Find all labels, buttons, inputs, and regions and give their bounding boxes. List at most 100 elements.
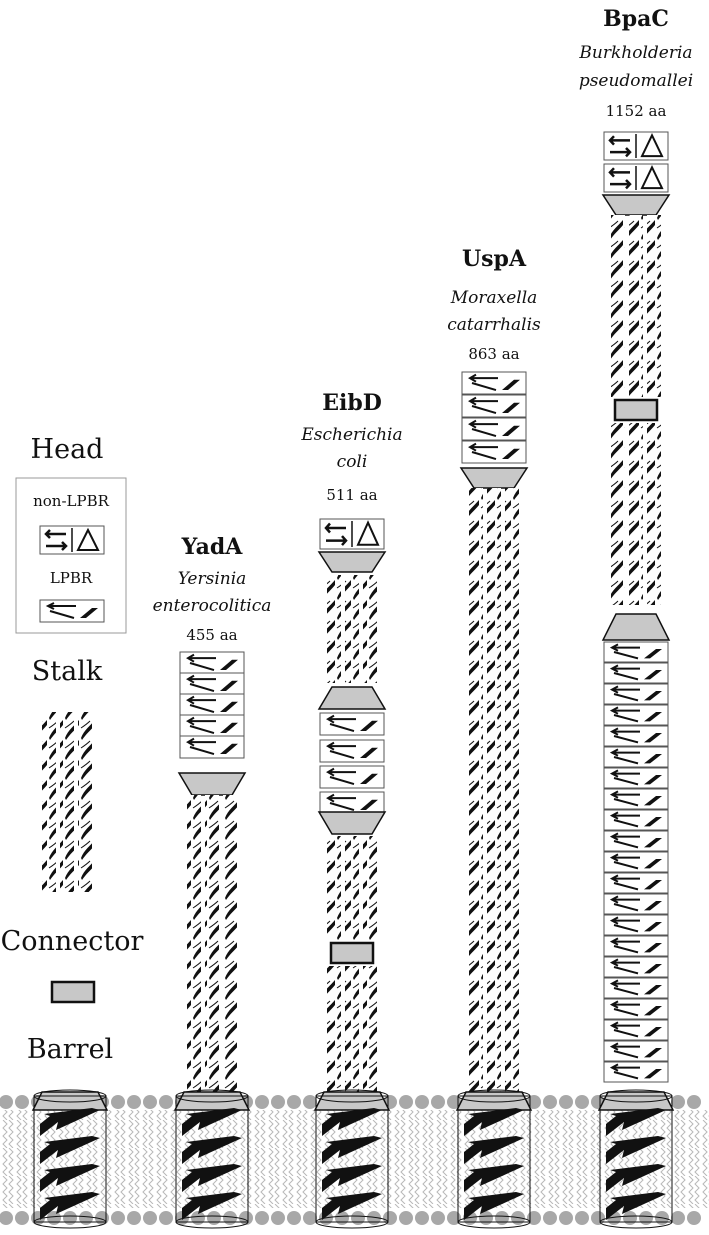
arrow-left bbox=[324, 522, 346, 534]
lpbr-strand-filled bbox=[644, 901, 662, 911]
lpbr-box bbox=[603, 809, 669, 831]
lpbr-unit bbox=[319, 765, 385, 789]
lpbr-arrow bbox=[609, 937, 640, 946]
lpbr-strand-filled bbox=[644, 838, 662, 848]
lpbr-box bbox=[603, 641, 669, 663]
lpbr-unit bbox=[603, 935, 669, 957]
lpbr-strand bbox=[471, 451, 497, 460]
helix-2 bbox=[487, 488, 501, 1092]
helix-2 bbox=[345, 575, 359, 683]
lipid-head bbox=[575, 1095, 589, 1109]
lipid-head bbox=[335, 1211, 349, 1225]
beta-strand bbox=[40, 1108, 100, 1136]
lpbr-box bbox=[179, 735, 245, 759]
lpbr-box bbox=[603, 746, 669, 768]
arrow-left bbox=[608, 135, 630, 146]
lpbr-strand-filled bbox=[644, 817, 662, 827]
lpbr-box bbox=[461, 417, 527, 441]
lpbr-box bbox=[603, 998, 669, 1020]
lipid-head bbox=[111, 1211, 125, 1225]
lpbr-strand-filled bbox=[502, 402, 520, 414]
lpbr-strand-filled bbox=[644, 670, 662, 680]
protein-uspa-label: UspA Moraxella catarrhalis 863 aa bbox=[447, 246, 541, 363]
helix-3 bbox=[363, 575, 377, 683]
neck-domain bbox=[459, 467, 529, 489]
legend: Head non-LPBR LPBR Stalk Connector Barre… bbox=[1, 434, 144, 1065]
lpbr-unit bbox=[603, 788, 669, 810]
lpbr-strand bbox=[613, 798, 639, 807]
lpbr-unit bbox=[603, 683, 669, 705]
lpbr-strand-filled bbox=[644, 775, 662, 785]
lpbr-box bbox=[179, 714, 245, 738]
stalk-coiled-coil bbox=[42, 712, 92, 892]
lpbr-arrow bbox=[609, 727, 640, 736]
lpbr-unit bbox=[603, 977, 669, 999]
lpbr-strand bbox=[471, 405, 497, 414]
lpbr-strand-filled bbox=[644, 733, 662, 743]
lipid-head bbox=[127, 1211, 141, 1225]
eibd-structure bbox=[313, 518, 391, 1229]
lipid-head bbox=[159, 1095, 173, 1109]
lipid-head bbox=[79, 1211, 93, 1225]
organism-line-2: coli bbox=[337, 452, 368, 472]
lipid-head bbox=[303, 1095, 317, 1109]
lpbr-arrow bbox=[609, 832, 640, 841]
lipid-head bbox=[575, 1211, 589, 1225]
triangle bbox=[356, 520, 380, 546]
protein-bpac-label: BpaC Burkholderia pseudomallei 1152 aa bbox=[578, 6, 693, 120]
lpbr-strand bbox=[613, 714, 639, 723]
lpbr-unit bbox=[461, 417, 527, 441]
lpbr-strand bbox=[471, 382, 497, 391]
lipid-head bbox=[399, 1211, 413, 1225]
lpbr-strand bbox=[613, 735, 639, 744]
lpbr-strand bbox=[329, 776, 355, 785]
beta-strand bbox=[464, 1164, 524, 1192]
lpbr-unit bbox=[319, 712, 385, 736]
beta-strand bbox=[182, 1192, 242, 1220]
lpbr-unit bbox=[603, 809, 669, 831]
lpbr-arrow bbox=[609, 811, 640, 820]
helix-1 bbox=[327, 966, 341, 1092]
lipid-head bbox=[287, 1095, 301, 1109]
lpbr-unit bbox=[603, 1019, 669, 1041]
lpbr-arrow bbox=[326, 793, 356, 803]
lipid-head bbox=[559, 1095, 573, 1109]
lipid-head bbox=[143, 1211, 157, 1225]
neck-domain-inverted bbox=[317, 686, 387, 710]
lpbr-strand bbox=[613, 693, 639, 702]
lpbr-unit bbox=[179, 651, 245, 675]
lpbr-box bbox=[603, 1061, 669, 1083]
lipid-head bbox=[559, 1211, 573, 1225]
helix-3 bbox=[78, 712, 92, 892]
lpbr-box bbox=[603, 935, 669, 957]
lpbr-box bbox=[319, 765, 385, 789]
barrel-collar bbox=[597, 1091, 675, 1111]
lpbr-unit bbox=[461, 371, 527, 395]
lpbr-strand bbox=[613, 924, 639, 933]
lpbr-strand bbox=[613, 1008, 639, 1017]
beta-strand bbox=[40, 1192, 100, 1220]
lpbr-unit bbox=[461, 440, 527, 464]
neck-domain bbox=[317, 811, 387, 835]
lpbr-box bbox=[179, 651, 245, 675]
helix-1 bbox=[611, 423, 625, 605]
lipid-head bbox=[431, 1095, 445, 1109]
non-lpbr-unit bbox=[603, 131, 669, 161]
lipid-head bbox=[431, 1211, 445, 1225]
lpbr-arrow bbox=[609, 895, 640, 904]
lpbr-unit bbox=[603, 746, 669, 768]
lpbr-unit bbox=[319, 739, 385, 763]
lpbr-strand-filled bbox=[644, 712, 662, 722]
lpbr-strand bbox=[613, 903, 639, 912]
lipid-head bbox=[415, 1211, 429, 1225]
organism-line-1: Escherichia bbox=[300, 425, 402, 445]
lipid-head bbox=[255, 1095, 269, 1109]
barrel-bottom-rim bbox=[457, 1215, 531, 1229]
legend-non-lpbr-label: non-LPBR bbox=[33, 492, 109, 510]
lipid-head bbox=[495, 1211, 509, 1225]
lpbr-box bbox=[603, 704, 669, 726]
lpbr-arrow bbox=[326, 767, 356, 777]
stalk-coiled-coil bbox=[469, 488, 519, 1092]
lpbr-strand bbox=[613, 840, 639, 849]
lpbr-box bbox=[603, 725, 669, 747]
